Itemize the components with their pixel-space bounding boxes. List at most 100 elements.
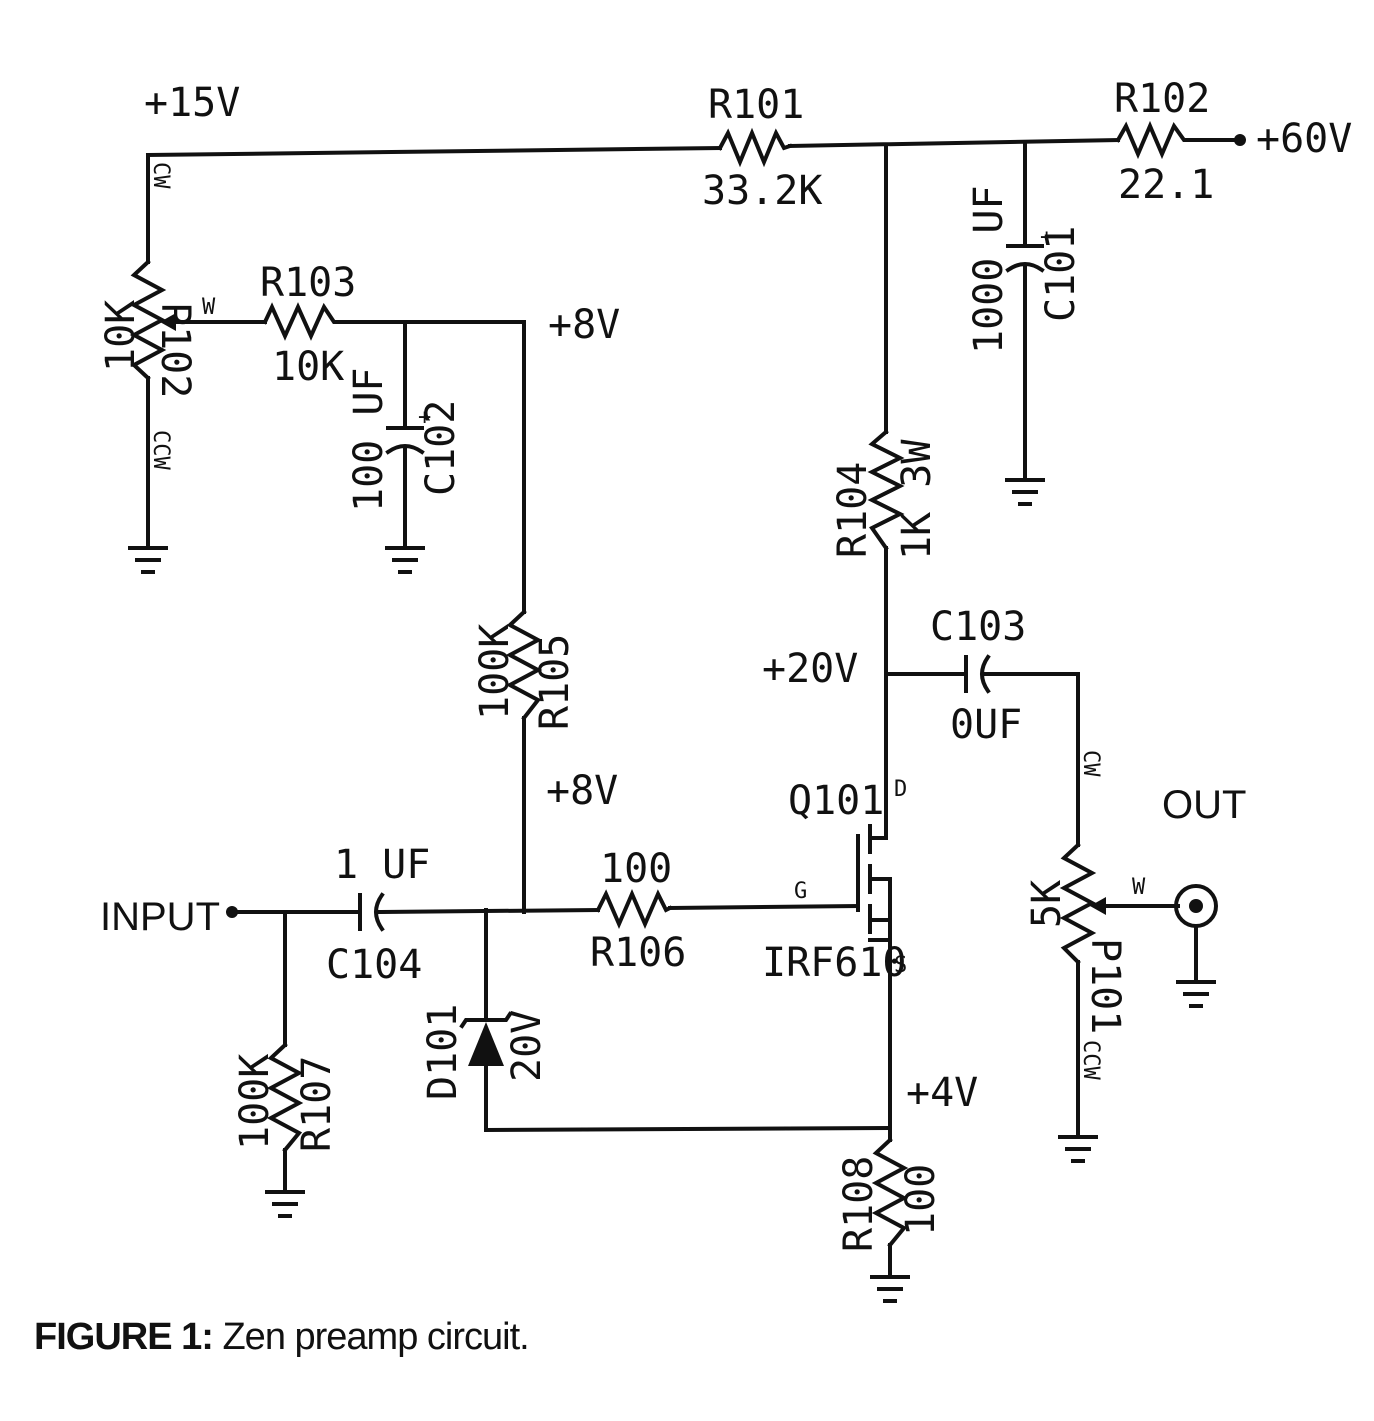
ground-symbol [1005,478,1045,506]
label-p101-cw: CW [1078,750,1103,777]
pot-p102 [129,259,167,381]
wire-d101-bottom [484,1066,893,1133]
ground-symbol [265,1190,305,1218]
label-r107-ref: R107 [294,1056,340,1152]
label-8v-top: +8V [548,302,620,348]
c104-plate-right [374,892,385,932]
label-r106-ref: R106 [590,930,686,976]
c102-plus: + [418,405,431,430]
resistor-r105 [505,609,543,721]
d101-triangle [468,1022,504,1066]
component-labels: R101 33.2K R102 22.1 R103 10K C103 0UF 1… [260,76,1214,988]
out-jack-ring [1174,884,1218,928]
label-c104-value: 1 UF [334,842,430,888]
resistors [129,120,1194,1248]
label-4v: +4V [906,1070,978,1116]
terminal-input [226,906,238,918]
c101-plate-bottom [1005,262,1045,273]
label-r107-value: 100K [232,1054,278,1150]
label-r106-value: 100 [600,846,672,892]
d101-bar [459,1011,513,1029]
pin-labels: CW CCW W CW CCW W G D S [148,162,1146,1080]
label-p102-w: W [202,295,216,320]
label-d101-value: 20V [504,1010,550,1082]
label-q101-ref: Q101 [788,778,884,824]
wire-r104-bottom [868,546,888,840]
wires [145,137,1242,1277]
label-c101-ref: C101 [1038,226,1084,322]
resistor-r103 [262,302,342,341]
label-r108-value: 100 [898,1164,944,1236]
label-r104-value: 1K 3W [894,439,940,560]
pot-p101 [1059,842,1097,965]
label-q101-s: S [894,953,907,978]
label-q101-part: IRF610 [762,940,907,986]
c103-plate-right [980,654,991,694]
grounds [128,478,1216,1303]
label-q101-g: G [794,879,807,904]
label-out: OUT [1162,783,1246,827]
figure-caption: FIGURE 1: Zen preamp circuit. [34,1316,530,1359]
label-q101-d: D [894,777,907,802]
label-p102-ref: P102 [152,302,198,398]
out-jack-center [1189,899,1203,913]
label-c102-value: 100 UF [346,368,392,513]
label-p101-ccw: CCW [1078,1040,1103,1080]
resistor-r106 [595,888,673,930]
label-r101-ref: R101 [708,82,804,128]
out-jack [1174,884,1218,928]
label-r105-value: 100K [472,624,518,720]
resistor-r108 [871,1137,909,1248]
c101-plus: + [1040,225,1053,250]
label-p101-ref: P101 [1082,938,1128,1034]
caption-label: FIGURE 1: [34,1316,214,1358]
resistor-r102 [1115,120,1194,160]
label-c102-ref: C102 [418,400,464,496]
ground-symbol [385,546,425,574]
label-p102-cw: CW [148,162,173,189]
terminal-60v [1234,134,1246,146]
label-r105-ref: R105 [532,634,578,730]
label-d101-ref: D101 [420,1004,466,1100]
wire-c103-right [982,672,1080,847]
label-p101-value: 5K [1024,880,1070,928]
ground-symbol [1058,1135,1098,1163]
label-c103-ref: C103 [930,604,1026,650]
label-r101-value: 33.2K [702,168,822,214]
rail-labels: +15V +60V +8V +8V +20V +4V [144,80,1352,1116]
label-20v: +20V [762,646,858,692]
ground-symbol [1176,980,1216,1008]
ground-symbol [870,1275,910,1303]
resistor-r101 [717,127,793,168]
ground-symbol [128,546,168,574]
label-60v: +60V [1256,116,1352,162]
label-r103-value: 10K [272,344,344,390]
port-labels: INPUT OUT [100,783,1246,939]
terminals [226,134,1246,918]
resistor-r107 [266,1042,304,1153]
label-input: INPUT [100,895,220,939]
pot-wipers [160,313,1106,915]
label-r102-ref: R102 [1114,76,1210,122]
label-c101-value: 1000 UF [966,185,1012,354]
rotated-labels: 10K P102 100 UF C102 1000 UF C101 R104 1… [98,185,1128,1252]
capacitors: + + [358,225,1053,932]
label-15v: +15V [144,80,240,126]
label-c104-ref: C104 [326,942,422,988]
label-p101-w: W [1132,875,1146,900]
label-r108-ref: R108 [836,1156,882,1252]
p101-wiper-arrow [1090,897,1106,915]
zener-d101 [459,1011,513,1066]
resistor-r104 [867,429,905,551]
mosfet-q101 [856,824,892,942]
c102-plate-bottom [385,444,425,455]
wire-r106-right [667,903,861,911]
label-r103-ref: R103 [260,260,356,306]
wire-top-rail-mid [787,137,1121,149]
label-p102-ccw: CCW [148,430,173,470]
label-p102-value: 10K [98,300,144,372]
label-c103-value: 0UF [950,702,1022,748]
wire-top-rail-left [145,145,723,158]
caption-text: Zen preamp circuit. [222,1316,529,1358]
